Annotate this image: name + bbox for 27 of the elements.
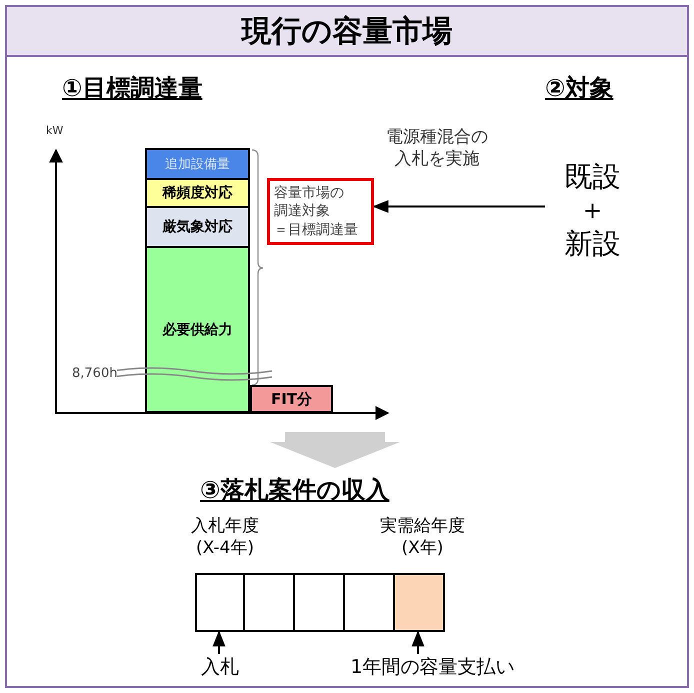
- arrow: [372, 200, 545, 213]
- bar-segment: FIT分: [250, 385, 333, 413]
- year-label: 実需給年度 (X年): [360, 512, 485, 562]
- bar-segment: 追加設備量: [145, 148, 250, 180]
- year-cell: [395, 573, 445, 632]
- edge-label: 電源種混合の入札を実施: [385, 126, 489, 170]
- section-heading: ②対象: [545, 73, 614, 104]
- title-banner: 現行の容量市場: [7, 7, 687, 57]
- axis-label: 8,760h: [72, 366, 118, 381]
- annotation-text: 1年間の容量支払い: [325, 652, 540, 682]
- target-text: 既設: [564, 160, 620, 194]
- section-heading: ③落札案件の収入: [200, 475, 390, 506]
- arrow: [412, 630, 424, 654]
- callout-box: 容量市場の調達対象＝目標調達量: [267, 178, 374, 245]
- year-label: 入札年度 (X-4年): [170, 512, 280, 562]
- year-cell: [245, 573, 295, 632]
- annotation-text: 入札: [195, 652, 245, 682]
- section-heading: ①目標調達量: [62, 73, 202, 104]
- arrow: [212, 630, 226, 654]
- bar-segment: 必要供給力: [145, 248, 250, 413]
- axis-label: kW: [46, 124, 64, 137]
- year-cell: [195, 573, 245, 632]
- target-text: 新設: [564, 226, 620, 260]
- bar-segment: 稀頻度対応: [145, 180, 250, 208]
- target-text: ＋: [578, 193, 606, 227]
- bar-segment: 厳気象対応: [145, 208, 250, 248]
- year-cell: [295, 573, 345, 632]
